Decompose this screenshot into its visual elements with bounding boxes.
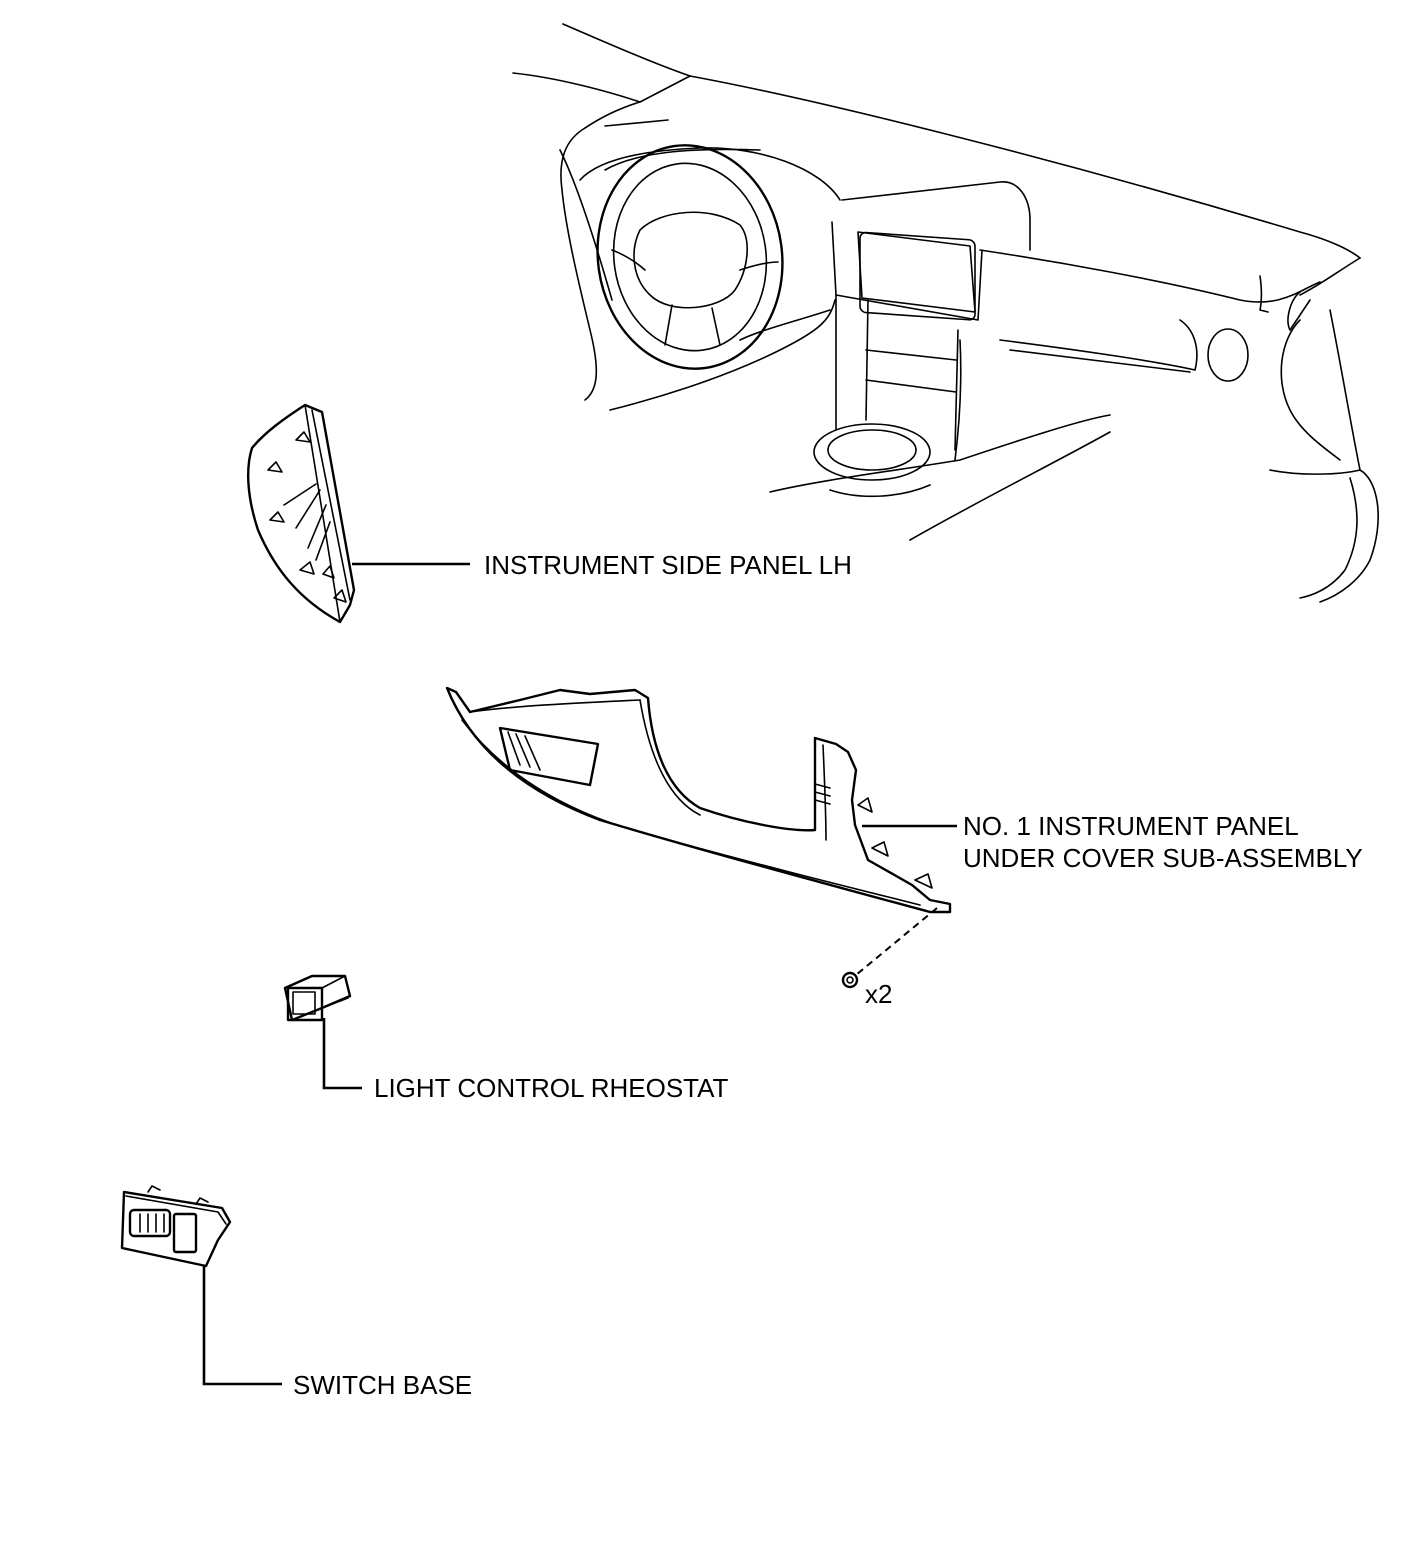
label-under-cover-line2: UNDER COVER SUB-ASSEMBLY [963, 843, 1363, 873]
switch-base-leader-line [202, 1266, 282, 1386]
label-under-cover-line1: NO. 1 INSTRUMENT PANEL [963, 811, 1299, 841]
rheostat-leader-line [322, 1018, 362, 1090]
light-control-rheostat-part [283, 974, 352, 1022]
dashboard-illustration [512, 23, 1379, 603]
under-cover-sub-assembly-part [445, 686, 952, 914]
label-light-control-rheostat: LIGHT CONTROL RHEOSTAT [374, 1073, 729, 1103]
label-instrument-side-panel-lh: INSTRUMENT SIDE PANEL LH [484, 550, 852, 580]
label-screw-quantity: x2 [865, 979, 892, 1009]
label-switch-base: SWITCH BASE [293, 1370, 472, 1400]
screw-fastener [841, 907, 938, 989]
instrument-side-panel-lh-part [247, 403, 356, 624]
switch-base-part [120, 1185, 232, 1268]
